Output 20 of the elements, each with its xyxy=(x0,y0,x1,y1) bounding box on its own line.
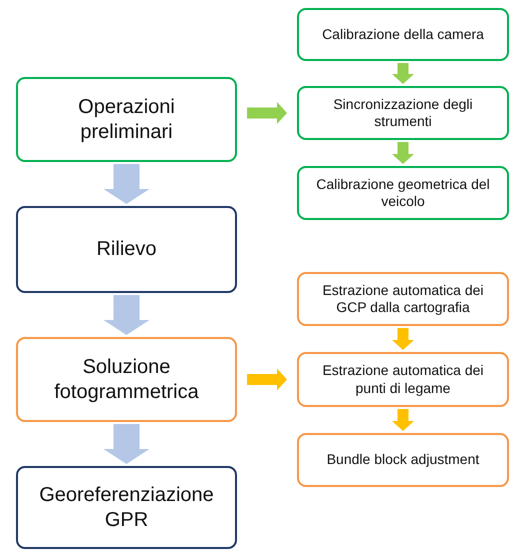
process-box xyxy=(297,272,509,326)
process-box xyxy=(16,206,237,293)
box-label: Calibrazione geometrica del veicolo xyxy=(315,176,491,210)
box-label: Estrazione automatica dei punti di legame xyxy=(321,362,485,397)
box-label: Sincronizzazione degli strumenti xyxy=(332,96,474,130)
process-box xyxy=(297,433,509,487)
box-label: Georeferenziazione GPR xyxy=(38,482,215,532)
process-box xyxy=(16,337,237,422)
box-label: Estrazione automatica dei GCP dalla cartografia xyxy=(321,282,485,316)
process-box xyxy=(297,8,509,61)
box-label: Calibrazione della camera xyxy=(321,26,485,44)
box-label: Rilievo xyxy=(95,237,158,262)
box-label: Bundle block adjustment xyxy=(326,451,480,469)
process-box xyxy=(297,352,509,407)
process-box xyxy=(297,166,509,220)
process-box xyxy=(16,466,237,549)
box-label: Operazioni preliminari xyxy=(77,94,176,144)
process-box xyxy=(297,86,509,140)
process-box xyxy=(16,77,237,162)
box-label: Soluzione fotogrammetrica xyxy=(53,354,200,404)
